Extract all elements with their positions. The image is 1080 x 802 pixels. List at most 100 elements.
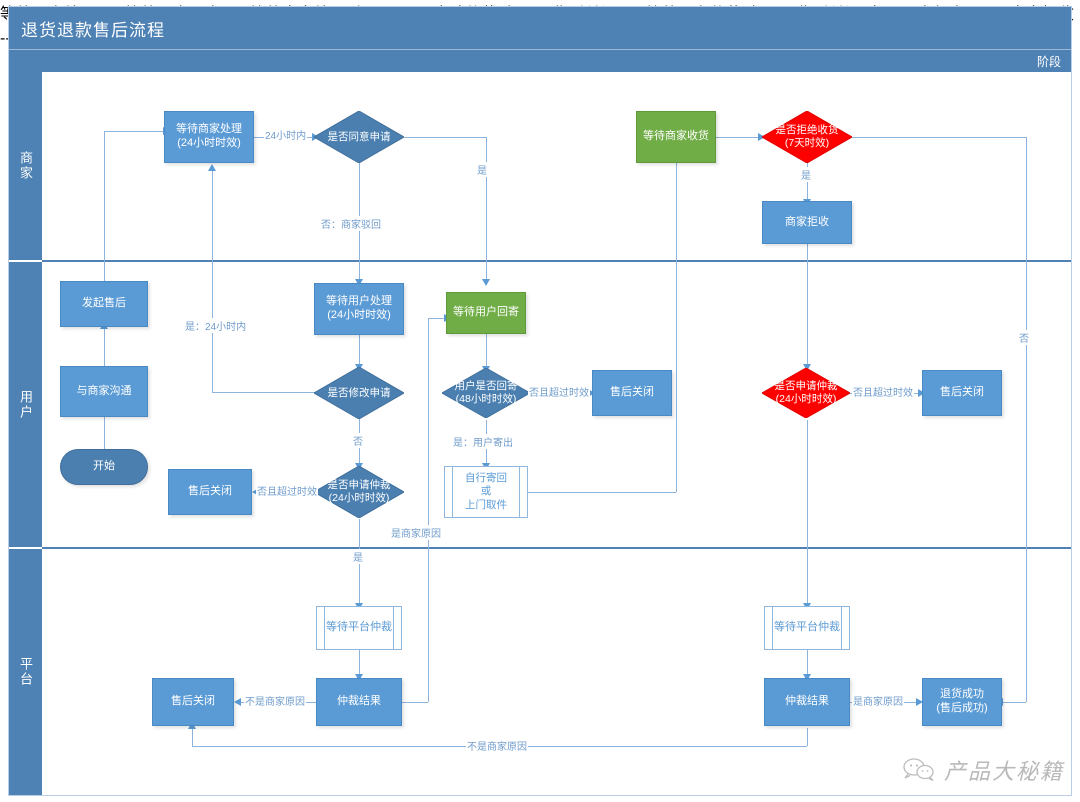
node-modify-apply[interactable]: 是否修改申请: [314, 367, 404, 419]
node-wait-merchant[interactable]: 等待商家处理 (24小时时效): [164, 111, 254, 163]
node-label: 等待平台仲裁: [326, 621, 392, 634]
node-merchant-refuse[interactable]: 商家拒收: [762, 201, 852, 244]
node-wait-platform-right[interactable]: 等待平台仲裁: [764, 606, 850, 650]
edge-label-yes-24h: 是：24小时内: [184, 318, 248, 333]
arrowhead: [355, 279, 363, 286]
node-sublabel: (24小时时效): [775, 393, 837, 405]
node-label: 等待平台仲裁: [774, 621, 840, 634]
lane-divider-2: [42, 547, 1071, 549]
node-wait-user-return[interactable]: 等待用户回寄: [446, 292, 526, 334]
edge-merchantrefuse-to-arb: [807, 244, 808, 366]
node-user-returned[interactable]: 用户是否回寄 (48小时时效): [442, 368, 530, 418]
node-agree-apply[interactable]: 是否同意申请: [314, 111, 404, 163]
diamond-shape: [762, 111, 852, 163]
node-label-main: 是否申请仲裁: [774, 380, 838, 393]
wechat-icon: [902, 757, 936, 783]
edge-label-not-merchant-left: 不是商家原因: [244, 693, 306, 708]
node-return-success[interactable]: 退货成功 (售后成功): [922, 678, 1002, 726]
node-apply-arbitration-left[interactable]: 是否申请仲裁 (24小时时效): [314, 466, 404, 518]
node-label: 是否申请仲裁 (24小时时效): [314, 466, 404, 518]
arrowhead: [252, 488, 259, 496]
node-ship-back[interactable]: 自行寄回 或 上门取件: [444, 466, 528, 518]
node-label: 是否同意申请: [327, 130, 391, 143]
lane-header-user: 用户: [9, 262, 42, 547]
node-wait-user[interactable]: 等待用户处理 (24小时时效): [314, 283, 404, 335]
arrowhead: [355, 674, 363, 681]
node-label: 售后关闭: [610, 386, 654, 399]
node-arbitration-result-right[interactable]: 仲裁结果: [764, 678, 850, 726]
node-label: 商家拒收: [785, 215, 829, 228]
lane-label-user: 用户: [18, 389, 33, 420]
node-label: 用户是否回寄 (48小时时效): [442, 368, 530, 418]
edge-label-no-overdue-right: 否且超过时效: [852, 384, 914, 399]
lane-label-platform: 平台: [18, 657, 33, 687]
ship-back-line-1: 自行寄回: [465, 472, 507, 485]
arrowhead: [916, 698, 923, 706]
edge-to-waitreturn-h: [428, 318, 446, 319]
node-label: 开始: [93, 460, 115, 473]
edge-initiate-right: [104, 131, 164, 132]
node-close-bottom-left[interactable]: 售后关闭: [152, 678, 234, 726]
node-label: 仲裁结果: [337, 695, 381, 708]
node-label-main: 是否申请仲裁: [327, 479, 391, 492]
node-close-left[interactable]: 售后关闭: [168, 469, 252, 515]
node-label: 与商家沟通: [76, 384, 132, 397]
node-label-main: 是否拒绝收货: [775, 124, 839, 137]
node-label-main: 用户是否回寄: [454, 380, 518, 393]
edge-waitreturn-to-returned: [486, 334, 487, 368]
node-label: 售后关闭: [171, 695, 215, 708]
node-sublabel: (7天时效): [784, 137, 830, 149]
edge-initiate-up: [104, 131, 105, 281]
edge-agree-yes-h: [404, 137, 486, 138]
watermark: 产品大秘籍: [902, 754, 1064, 786]
edge-label-yes-user-ships: 是：用户寄出: [452, 434, 514, 449]
edge-label-no-overdue-mid: 否且超过时效: [528, 384, 590, 399]
diamond-shape: [314, 466, 404, 518]
edge-waitplat-right-to-result: [807, 650, 808, 676]
node-apply-arbitration-right[interactable]: 是否申请仲裁 (24小时时效): [762, 368, 850, 418]
node-label: 退货成功: [939, 688, 984, 701]
arrowhead: [482, 279, 490, 286]
edge-label-is-merchant-right: 是商家原因: [852, 693, 904, 708]
edge-contact-to-initiate: [104, 327, 105, 366]
diagram-title-bar: 退货退款售后流程: [9, 7, 1071, 49]
node-label: 仲裁结果: [785, 695, 829, 708]
ship-back-line-3: 上门取件: [465, 498, 507, 511]
edge-label-yes: 是: [476, 162, 488, 177]
page-title: 退货退款售后流程: [21, 21, 165, 40]
edge-label-no-overdue-left: 否且超过时效: [256, 483, 318, 498]
lane-divider-1: [42, 260, 1071, 262]
edge-label-yes-arbitration: 是: [352, 549, 364, 564]
node-contact-merchant[interactable]: 与商家沟通: [60, 366, 148, 417]
node-close-right[interactable]: 售后关闭: [922, 370, 1002, 416]
node-refuse-goods[interactable]: 是否拒绝收货 (7天时效): [762, 111, 852, 163]
node-sublabel: (24小时时效): [177, 137, 241, 149]
node-label: 是否拒绝收货 (7天时效): [762, 111, 852, 163]
node-start[interactable]: 开始: [60, 449, 148, 485]
edge-shipback-v: [676, 160, 677, 492]
arrowhead: [208, 164, 216, 171]
diamond-shape: [314, 111, 404, 163]
diamond-shape: [314, 367, 404, 419]
node-label: 自行寄回 或 上门取件: [465, 472, 507, 511]
edge-modify-yes-v: [212, 170, 213, 392]
arrowhead: [588, 389, 595, 397]
edge-refuse-no-v: [1026, 137, 1027, 702]
node-close-mid[interactable]: 售后关闭: [592, 370, 672, 416]
stage-label: 阶段: [1036, 55, 1061, 69]
lane-header-platform: 平台: [9, 549, 42, 795]
edge-refuse-no-h: [852, 137, 1026, 138]
edge-label-no: 否: [352, 433, 364, 448]
node-label: 发起售后: [82, 297, 126, 310]
edge-label-merchant-reject: 否：商家驳回: [320, 216, 382, 231]
edge-shipback-h: [528, 492, 676, 493]
edge-refuse-yes: [807, 163, 808, 201]
node-initiate[interactable]: 发起售后: [60, 281, 148, 327]
lane-header-merchant: 商家: [9, 71, 42, 260]
node-wait-merchant-receive[interactable]: 等待商家收货: [636, 111, 716, 163]
node-wait-platform-left[interactable]: 等待平台仲裁: [316, 606, 402, 650]
arrowhead: [918, 389, 925, 397]
node-arbitration-result-left[interactable]: 仲裁结果: [316, 678, 402, 726]
node-sublabel: (48小时时效): [455, 393, 517, 405]
